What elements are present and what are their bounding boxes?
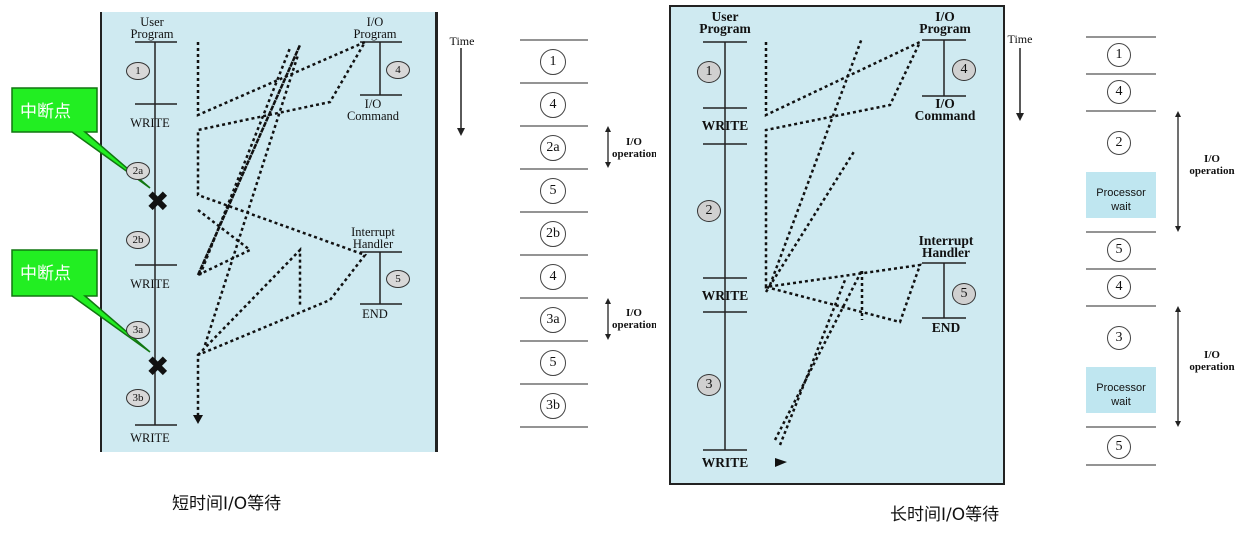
user-program-label: User Program: [699, 9, 751, 36]
user-program-label: User Program: [130, 15, 174, 41]
step-badge: 3b: [126, 389, 150, 407]
step-badge: 2b: [126, 231, 150, 249]
short-wait-diagram-panel: [100, 12, 438, 452]
interrupt-handler-label: Interrupt Handler: [918, 233, 974, 260]
interrupt-callout-label: 中断点: [20, 102, 71, 122]
write-label: WRITE: [130, 277, 170, 291]
timeline-step: 2b: [540, 221, 566, 247]
step-badge: 1: [697, 61, 721, 83]
end-label: END: [931, 320, 961, 335]
interrupt-point-x-icon: ✖: [146, 350, 170, 383]
timeline-step: 2a: [540, 135, 566, 161]
step-badge: 3: [697, 374, 721, 396]
io-operation-label: I/O operation: [1189, 153, 1235, 177]
timeline-step: 4: [1107, 80, 1131, 104]
step-badge: 4: [386, 61, 410, 79]
end-label: END: [362, 307, 388, 321]
long-wait-caption: 长时间I/O等待: [890, 505, 1000, 525]
timeline-step: 1: [540, 49, 566, 75]
io-command-label: I/O Command: [346, 97, 400, 123]
io-operation-label: I/O operation: [1189, 349, 1235, 373]
write-label: WRITE: [701, 288, 749, 303]
step-badge: 2a: [126, 162, 150, 180]
write-label: WRITE: [701, 118, 749, 133]
io-operation-label: I/O operation: [612, 136, 656, 160]
interrupt-point-x-icon: ✖: [146, 185, 170, 218]
interrupt-callout-label: 中断点: [20, 264, 71, 284]
time-label: Time: [449, 34, 475, 48]
io-command-label: I/O Command: [914, 96, 976, 123]
timeline-step: 3a: [540, 307, 566, 333]
write-label: WRITE: [701, 455, 749, 470]
step-badge: 2: [697, 200, 721, 222]
interrupt-handler-label: Interrupt Handler: [351, 225, 395, 251]
timeline-step: 5: [1107, 238, 1131, 262]
step-badge: 1: [126, 62, 150, 80]
io-program-label: I/O Program: [353, 15, 397, 41]
step-badge: 5: [386, 270, 410, 288]
processor-wait-block: Processor wait: [1086, 367, 1156, 413]
step-badge: 3a: [126, 321, 150, 339]
write-label: WRITE: [130, 431, 170, 445]
timeline-step: 5: [540, 350, 566, 376]
io-operation-label: I/O operation: [612, 307, 656, 331]
timeline-step: 5: [540, 178, 566, 204]
timeline-step: 5: [1107, 435, 1131, 459]
timeline-step: 4: [540, 92, 566, 118]
time-label: Time: [1007, 32, 1033, 46]
step-badge: 4: [952, 59, 976, 81]
write-label: WRITE: [130, 116, 170, 130]
timeline-step: 3b: [540, 393, 566, 419]
timeline-step: 4: [540, 264, 566, 290]
timeline-step: 3: [1107, 326, 1131, 350]
short-wait-caption: 短时间I/O等待: [172, 494, 282, 514]
timeline-step: 1: [1107, 43, 1131, 67]
timeline-step: 4: [1107, 275, 1131, 299]
processor-wait-block: Processor wait: [1086, 172, 1156, 218]
io-program-label: I/O Program: [919, 9, 971, 36]
timeline-step: 2: [1107, 131, 1131, 155]
step-badge: 5: [952, 283, 976, 305]
